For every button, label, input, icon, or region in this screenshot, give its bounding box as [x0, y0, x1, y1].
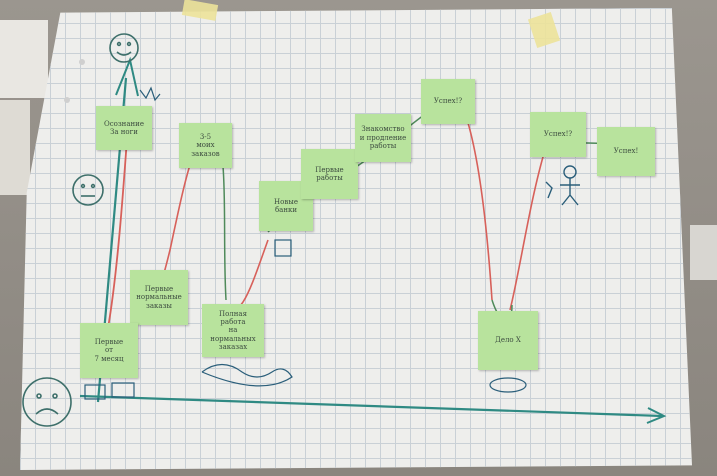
sticky-note: Успех!?	[421, 79, 475, 124]
sticky-note: Знакомство и продление работы	[355, 114, 411, 162]
small-doodles	[84, 86, 527, 400]
neutral-face-icon	[72, 174, 104, 206]
doodle-computer-icon	[274, 239, 292, 257]
stick-figure-icon	[545, 165, 580, 206]
sticky-note: Дело X	[478, 311, 538, 370]
sticky-note: Первые от 7 месяц	[80, 323, 138, 378]
curve-red-recovery	[509, 149, 546, 311]
curve-red-second-dip	[221, 239, 269, 312]
left-paper-stack	[0, 100, 30, 195]
left-paper-sheet	[0, 20, 48, 98]
curve-red-rise	[107, 124, 129, 329]
horizontal-axis	[79, 394, 663, 418]
doodle-box-icon	[84, 384, 106, 400]
doodle-grass-icon	[139, 86, 161, 102]
hole-punches	[64, 59, 85, 103]
sticky-note: 3-5 моих заказов	[179, 123, 232, 168]
vertical-axis-arrow-icon	[115, 56, 139, 97]
doodle-box-icon	[111, 382, 135, 398]
doodle-bandage-icon	[489, 377, 527, 393]
sticky-note: Первые работы	[301, 149, 358, 199]
sticky-note: Полная работа на нормальных заказах	[202, 304, 264, 357]
sticky-note: Успех!	[597, 127, 655, 176]
sad-face-icon	[22, 377, 72, 427]
sticky-note: Успех!?	[530, 112, 586, 157]
doodle-cloud-icon	[201, 363, 293, 387]
curve-red-drop	[461, 104, 493, 301]
right-paper-strip	[690, 225, 717, 280]
horizontal-axis-arrow-icon	[646, 407, 667, 424]
sticky-note: Осознание За ноги	[96, 106, 152, 150]
happy-face-icon	[109, 33, 139, 63]
grid-paper	[20, 8, 692, 470]
sticky-note: Первые нормальные заказы	[130, 270, 188, 325]
